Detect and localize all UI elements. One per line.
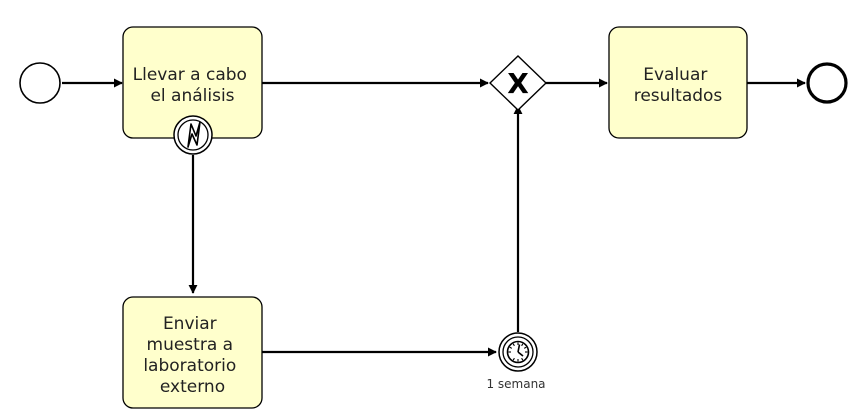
- task-label-line: resultados: [634, 86, 723, 106]
- end-event[interactable]: [806, 62, 848, 104]
- gateway-x-marker: X: [507, 67, 529, 100]
- timer-event[interactable]: [498, 332, 538, 372]
- task-label-line: Llevar a cabo: [133, 65, 247, 85]
- svg-text:Enviar muestra a l: Enviar muestra a laboratorio externo: [143, 314, 241, 397]
- timer-label: 1 semana: [486, 377, 545, 391]
- task-label-line: Enviar: [163, 314, 217, 334]
- lightning-escalation-icon: [187, 121, 201, 148]
- task-label-line: externo: [160, 377, 225, 397]
- task-label-line: Evaluar: [643, 65, 707, 85]
- boundary-event[interactable]: [173, 115, 213, 155]
- svg-text:Llevar a cabo el análisi: Llevar a cabo el análisis: [133, 65, 253, 106]
- task-llevar-a-cabo-el-analisis[interactable]: Llevar a cabo el análisis: [122, 26, 263, 139]
- task-label-line: laboratorio: [143, 356, 236, 376]
- task-label-line: muestra a: [147, 335, 234, 355]
- task-evaluar-resultados[interactable]: Evaluar resultados: [608, 26, 748, 139]
- sequence-flows: [62, 78, 806, 357]
- svg-text:Evaluar resultados: Evaluar resultados: [634, 65, 723, 106]
- task-label-line: el análisis: [150, 86, 234, 106]
- task-enviar-muestra-a-laboratorio-externo[interactable]: Enviar muestra a laboratorio externo: [122, 296, 263, 409]
- start-event[interactable]: [19, 62, 61, 104]
- clock-icon: [506, 340, 530, 364]
- exclusive-gateway[interactable]: X: [488, 55, 548, 111]
